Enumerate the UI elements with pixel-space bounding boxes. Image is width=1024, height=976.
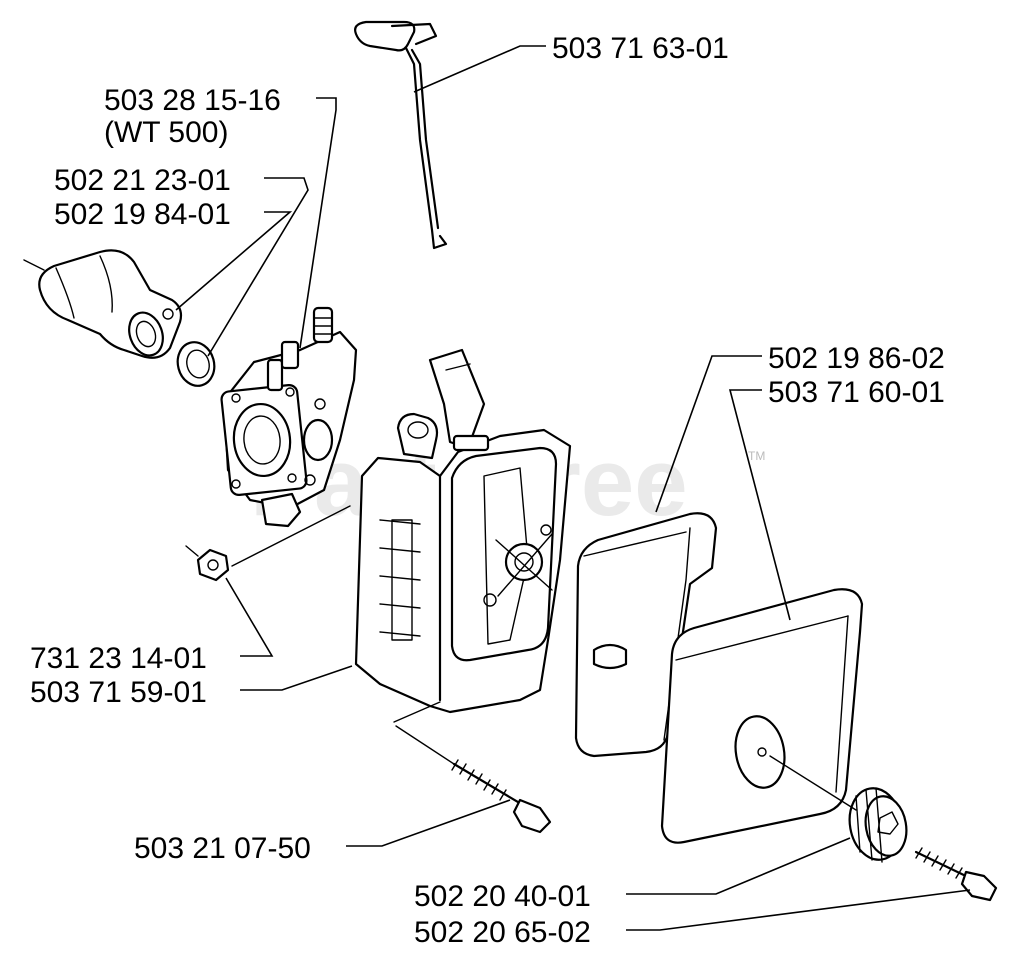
label-gasket-b: 502 19 84-01: [54, 198, 231, 231]
leader-nut: [225, 577, 274, 657]
label-screw-long: 503 21 07-50: [134, 832, 311, 865]
label-filter-element: 502 19 86-02: [768, 342, 945, 375]
leader-lines: [175, 45, 971, 931]
label-carburetor: 503 28 15-16: [104, 84, 281, 117]
leader-choke-rod: [413, 45, 546, 93]
label-carburetor-model: (WT 500): [104, 116, 228, 149]
gasket-ring-part[interactable]: [173, 338, 219, 390]
filter-cover-part[interactable]: [660, 588, 864, 844]
label-choke-rod: 503 71 63-01: [552, 32, 729, 65]
leader-gasket-a: [207, 177, 309, 357]
choke-rod-part[interactable]: [354, 20, 448, 250]
leader-filter-cover: [728, 389, 791, 621]
label-air-filter-housing: 503 71 59-01: [30, 676, 207, 709]
label-knob: 502 20 40-01: [414, 880, 591, 913]
nut-part[interactable]: [185, 545, 230, 582]
intake-adapter-part[interactable]: [23, 249, 183, 360]
alignment-line-screw: [395, 725, 455, 765]
knob-part[interactable]: [844, 784, 911, 864]
leader-screw-short: [626, 889, 971, 931]
label-filter-cover: 503 71 60-01: [768, 376, 945, 409]
filter-element-part[interactable]: [574, 512, 718, 758]
leader-filter-element: [655, 355, 762, 513]
alignment-line-nut: [231, 505, 351, 567]
short-screw-part[interactable]: [914, 847, 998, 902]
leader-housing: [240, 665, 353, 691]
leader-carburetor: [299, 97, 337, 349]
long-screw-part[interactable]: [451, 759, 552, 834]
trademark-mark: TM: [748, 449, 765, 463]
label-screw-short: 502 20 65-02: [414, 916, 591, 949]
label-nut: 731 23 14-01: [30, 642, 207, 675]
air-filter-housing-part[interactable]: [354, 348, 572, 714]
leader-screw-long: [346, 799, 511, 847]
label-gasket-a: 502 21 23-01: [54, 164, 231, 197]
leader-knob: [626, 837, 851, 895]
alignment-line-housing: [393, 701, 441, 723]
alignment-line-knob: [769, 755, 857, 811]
leader-gasket-b: [175, 211, 293, 311]
carburetor-part[interactable]: [220, 306, 358, 528]
